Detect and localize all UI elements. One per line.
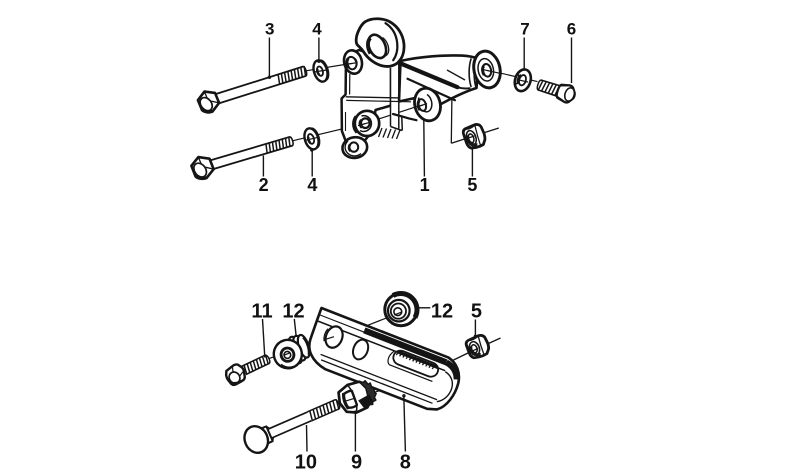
svg-text:12: 12 (431, 300, 453, 322)
svg-text:1: 1 (420, 175, 430, 195)
svg-text:8: 8 (400, 452, 411, 473)
svg-text:11: 11 (251, 300, 272, 322)
svg-text:4: 4 (312, 20, 322, 39)
svg-text:4: 4 (307, 175, 317, 195)
svg-text:12: 12 (282, 300, 304, 322)
svg-text:10: 10 (295, 452, 317, 473)
svg-text:6: 6 (567, 20, 576, 39)
svg-text:5: 5 (467, 175, 477, 195)
svg-text:7: 7 (520, 20, 529, 39)
svg-text:9: 9 (351, 452, 362, 473)
svg-text:5: 5 (471, 300, 482, 322)
svg-text:2: 2 (259, 175, 269, 195)
svg-text:3: 3 (265, 20, 274, 39)
